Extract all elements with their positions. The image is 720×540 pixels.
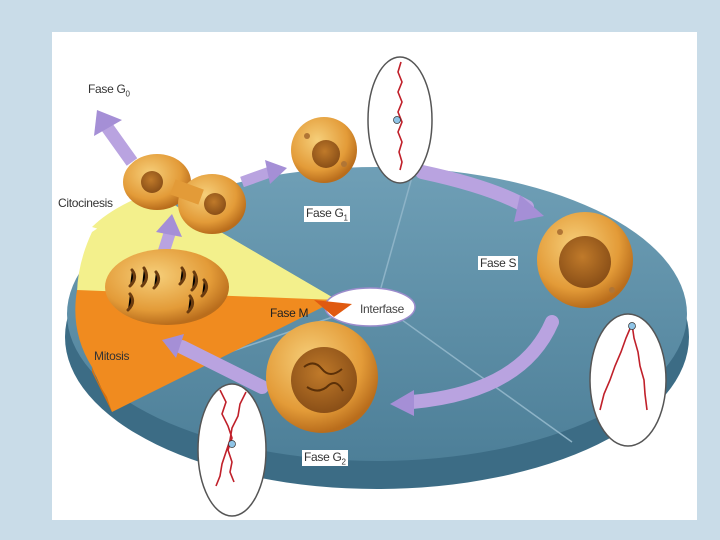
label-fase-g1: Fase G1: [304, 206, 350, 222]
label-citocinesis: Citocinesis: [58, 196, 113, 210]
cell-cycle-graphic: [52, 32, 697, 520]
cell-mitosis: [105, 249, 229, 325]
label-mitosis: Mitosis: [94, 349, 129, 363]
chromosome-oval-top: [368, 57, 432, 183]
chromosome-oval-right: [590, 314, 666, 446]
chromosome-oval-bottom: [198, 384, 266, 516]
label-fase-m: Fase M: [270, 306, 308, 320]
label-fase-g0: Fase G0: [88, 82, 130, 98]
cell-cycle-diagram: Fase G0 Citocinesis Fase G1 Fase S Fase …: [52, 32, 697, 520]
label-interfase: Interfase: [360, 302, 404, 316]
label-fase-g2: Fase G2: [302, 450, 348, 466]
label-fase-s: Fase S: [478, 256, 518, 270]
